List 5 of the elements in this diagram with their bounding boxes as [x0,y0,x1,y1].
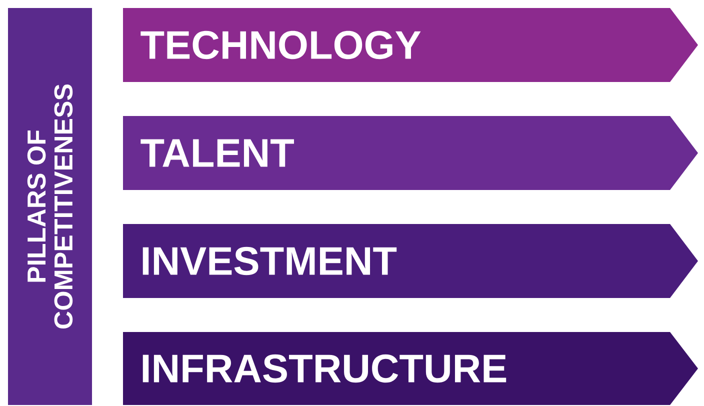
pillar-bar: PILLARS OF COMPETITIVENESS [8,8,92,405]
arrow-banner: INVESTMENT [123,224,698,298]
arrow-banner: TECHNOLOGY [123,8,698,82]
arrow-banner: TALENT [123,116,698,190]
arrow-banner: INFRASTRUCTURE [123,332,698,405]
